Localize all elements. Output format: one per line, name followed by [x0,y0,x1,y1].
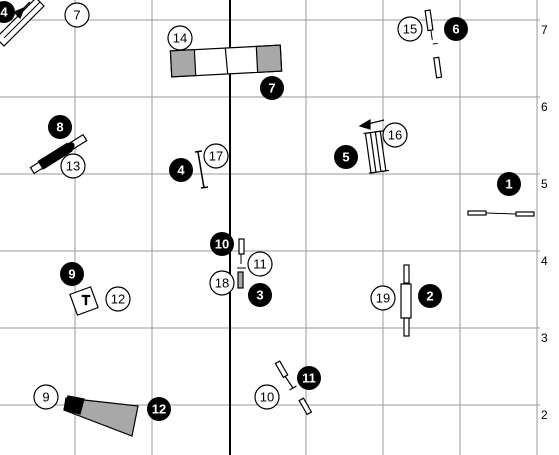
svg-text:7: 7 [268,81,275,96]
svg-text:8: 8 [56,120,63,135]
jump-1 [467,210,535,217]
marker-12-tunnel [147,397,171,421]
svg-text:10: 10 [260,390,274,405]
weave-poles [29,133,88,175]
a-frame [169,44,283,78]
marker-11-center [247,251,273,277]
svg-text:9: 9 [42,390,49,405]
svg-text:15: 15 [403,22,417,37]
jump-17 [194,150,209,189]
marker-4-top [0,1,15,23]
marker-16 [382,122,408,148]
svg-text:3: 3 [256,288,263,303]
marker-11-lower [297,366,321,390]
axis-label: 7 [541,23,548,37]
svg-text:19: 19 [376,291,390,306]
axis-label: 3 [541,331,548,345]
dogwalk-ramp [0,0,45,47]
marker-12-table [105,286,131,312]
jump-15 [424,9,443,79]
marker-10-center [210,232,234,256]
double-jump [363,130,389,174]
marker-7-top [64,2,90,28]
axis-label: 2 [541,408,548,422]
marker-17 [203,143,229,169]
marker-9-table [60,262,84,286]
marker-10-lower [254,384,280,410]
tire [400,264,412,337]
svg-text:13: 13 [66,159,80,174]
axis-label: 4 [541,254,548,268]
direction-arrow [358,118,385,130]
marker-19 [370,285,396,311]
svg-text:12: 12 [152,402,166,417]
marker-4-mid [169,158,193,182]
marker-13 [60,153,86,179]
marker-8 [48,115,72,139]
jump-center [237,238,246,289]
axis-label: 6 [541,100,548,114]
axis-label: 5 [541,177,548,191]
svg-text:9: 9 [68,267,75,282]
marker-2 [418,284,442,308]
marker-5 [334,145,358,169]
table-label: T [82,293,90,308]
marker-9-tunnel [33,384,59,410]
markers: 4 7 14 7 15 6 8 13 17 4 16 5 1 10 11 18 [0,1,521,421]
marker-6 [444,17,468,41]
marker-18 [209,270,235,296]
svg-text:12: 12 [111,292,125,307]
svg-text:10: 10 [215,237,229,252]
svg-text:4: 4 [177,163,185,178]
svg-text:5: 5 [342,150,349,165]
svg-text:2: 2 [426,289,433,304]
marker-3 [248,283,272,307]
svg-text:14: 14 [173,31,187,46]
axis-labels: 7 6 5 4 3 2 [541,23,548,422]
svg-text:18: 18 [215,276,229,291]
svg-text:17: 17 [209,149,223,164]
svg-text:4: 4 [0,5,8,20]
svg-text:1: 1 [505,177,512,192]
marker-1 [497,172,521,196]
jump-lower [274,360,313,416]
svg-text:16: 16 [388,128,402,143]
svg-text:11: 11 [253,257,267,272]
chute-tunnel [63,395,139,437]
marker-15 [397,16,423,42]
obstacles: T [0,0,535,437]
pause-table: T [69,286,99,316]
svg-text:6: 6 [452,22,459,37]
marker-14 [167,25,193,51]
marker-7-mid [260,76,284,100]
svg-text:11: 11 [302,371,316,386]
svg-text:7: 7 [73,8,80,23]
